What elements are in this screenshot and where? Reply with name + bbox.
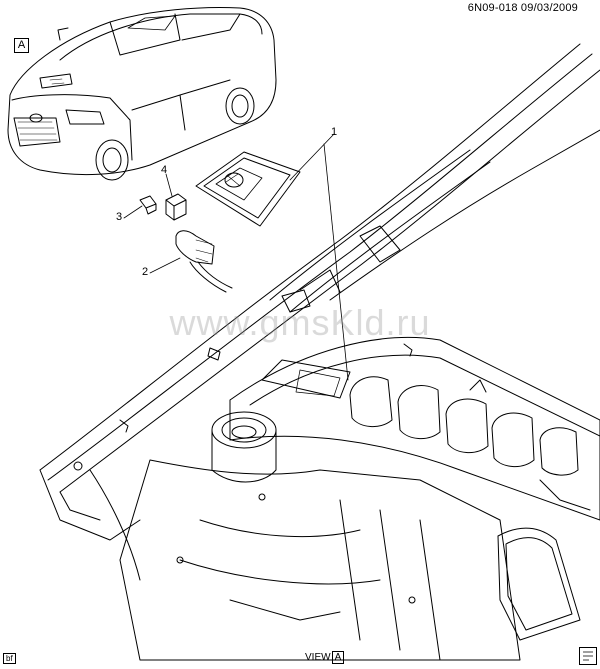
callout-4: 4: [161, 164, 168, 176]
part-3-grommet: [139, 195, 157, 215]
drawing-code: 6N09-018 09/03/2009: [467, 2, 578, 14]
callout-3: 3: [116, 211, 123, 223]
view-label-letter: A: [331, 651, 345, 664]
body-structure: [39, 43, 600, 661]
part-4-connector: [165, 193, 187, 221]
callout-2: 2: [142, 266, 149, 278]
vehicle-thumbnail: [7, 7, 277, 181]
view-label-prefix: VIEW: [305, 652, 331, 663]
view-marker-a: A: [14, 38, 29, 53]
part-1-seal: [195, 151, 301, 227]
corner-tag: bf: [3, 653, 16, 664]
callout-leaders: [123, 133, 349, 381]
callout-1: 1: [331, 126, 338, 138]
corner-symbol-icon: [579, 647, 597, 665]
part-2-harness: [175, 230, 233, 293]
